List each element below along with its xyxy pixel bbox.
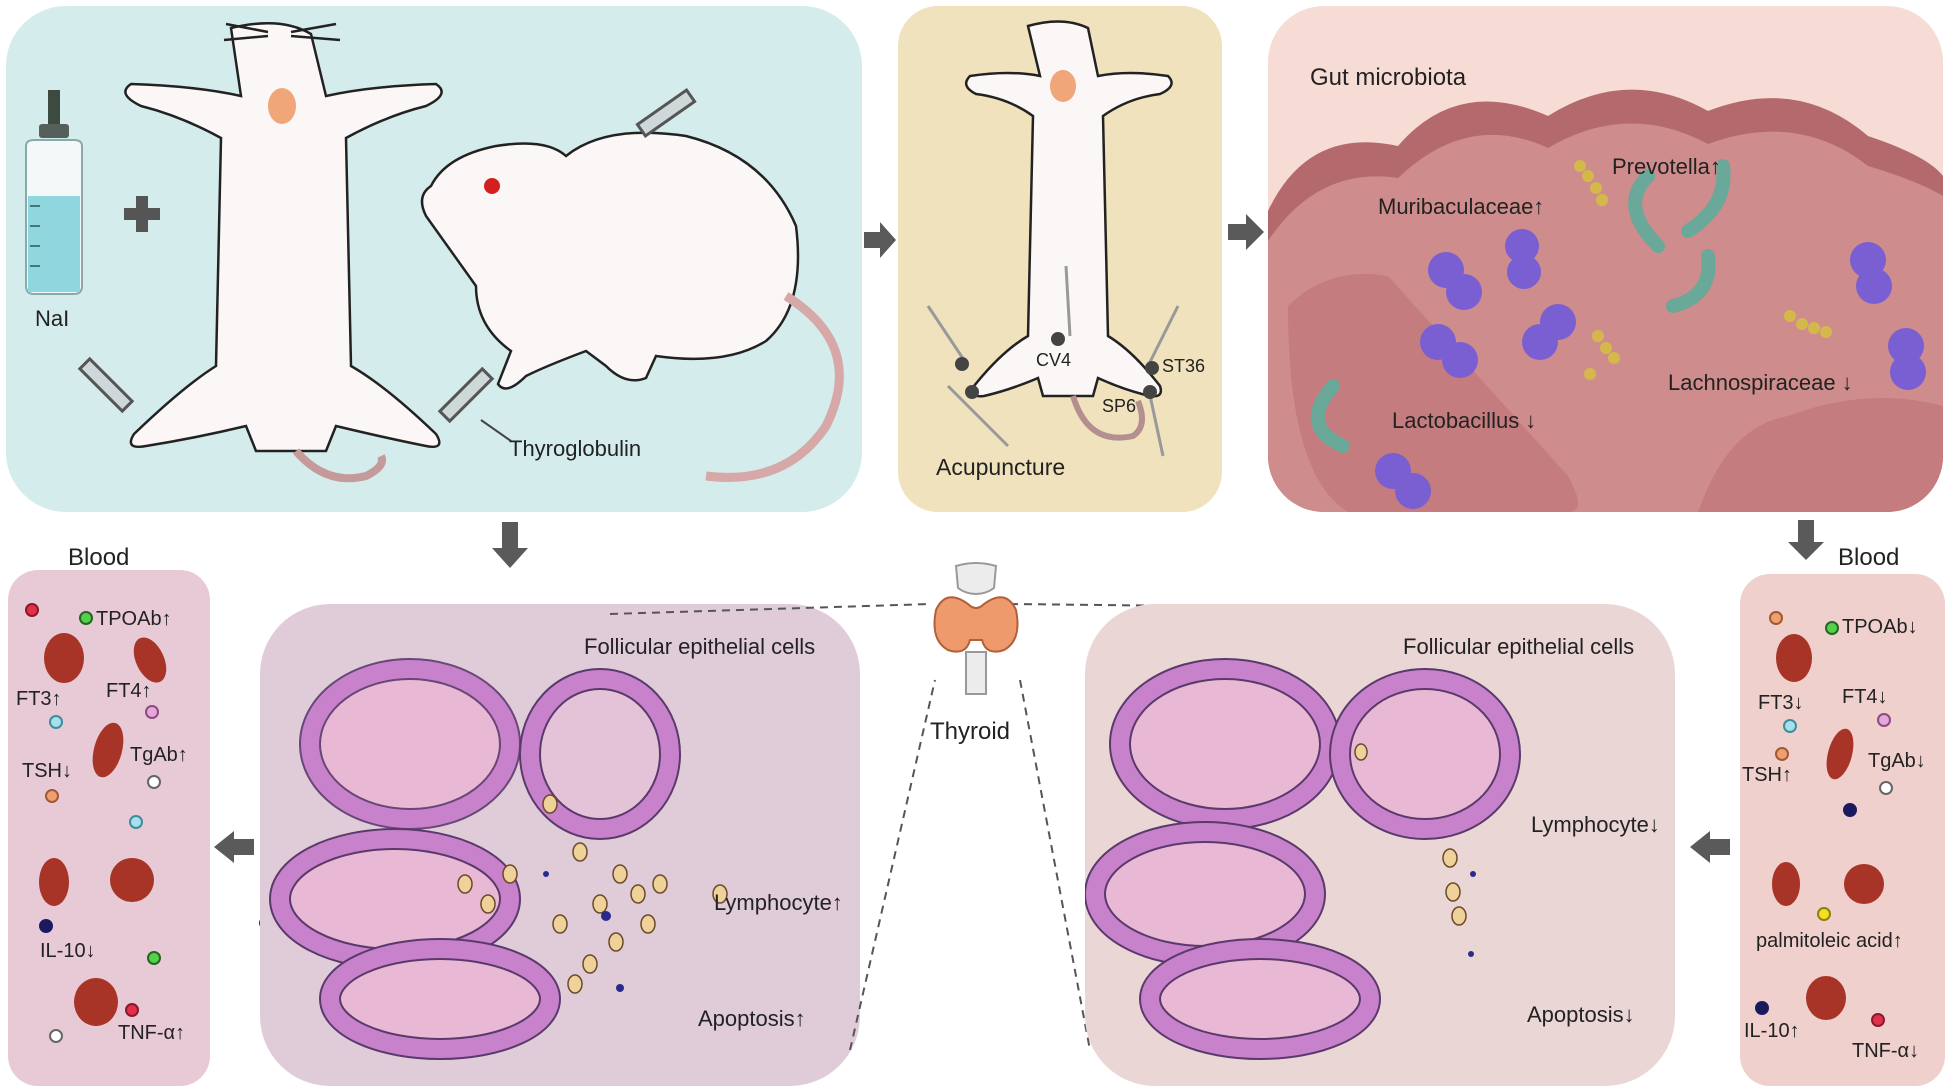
marker-ft4: FT4↑ [106, 680, 152, 702]
lymphocyte-icon [1354, 743, 1467, 926]
molecule-dot-icon [25, 603, 161, 1043]
blood-cells-illustration [1755, 611, 1893, 1027]
down-arrow-icon [1786, 518, 1826, 562]
thyroglobulin-pointer-icon [480, 419, 512, 442]
marker-tsh: TSH↑ [1742, 764, 1792, 786]
apoptosis-label-left: Apoptosis↑ [698, 1006, 806, 1031]
thyroid-histology-left-panel: Follicular epithelial cells Lymphocyte↑ … [260, 604, 860, 1086]
acupoint-st36-label: ST36 [1162, 356, 1206, 376]
taxon-lactobacillus: Lactobacillus ↓ [1392, 408, 1537, 433]
gut-microbiota-panel: Gut microbiota Muribaculaceae↑ Prevotell… [1268, 6, 1943, 512]
apoptotic-cell-icon [1468, 871, 1476, 957]
bacteria-lactobacillus-icon [1310, 159, 1731, 453]
thyroid-follicles-illustration [269, 658, 728, 1060]
thyroid-gland-icon [933, 562, 1019, 695]
right-arrow-icon [1226, 212, 1266, 252]
thyroid-follicles-illustration [1085, 658, 1521, 1060]
rat-eye-icon [484, 178, 500, 194]
apoptosis-label-right: Apoptosis↓ [1527, 1002, 1635, 1027]
follicular-cells-label-right: Follicular epithelial cells [1403, 634, 1635, 659]
lymphocyte-icon [457, 794, 728, 994]
gut-title: Gut microbiota [1310, 64, 1467, 91]
supine-rat-icon [124, 21, 443, 483]
blood-cells-illustration [25, 603, 167, 1043]
plus-icon [124, 196, 160, 232]
acupuncture-needle-icon [926, 265, 1180, 457]
red-blood-cell-icon [39, 633, 167, 1026]
marker-il10: IL-10↑ [1744, 1020, 1800, 1042]
side-rat-icon [420, 131, 844, 482]
down-arrow-icon [490, 520, 530, 570]
marker-ft3: FT3↓ [1758, 692, 1804, 714]
thyroid-label: Thyroid [930, 718, 1011, 745]
follicular-cells-label-left: Follicular epithelial cells [584, 634, 816, 659]
acupoint-marker-icon [955, 332, 1159, 399]
acupoint-cv4-label: CV4 [1036, 350, 1072, 370]
apoptotic-cell-icon [543, 871, 624, 992]
blood-right-panel: TPOAb↓ FT3↓ FT4↓ TSH↑ TgAb↓ palmitoleic … [1740, 574, 1945, 1086]
acupoint-sp6-label: SP6 [1102, 396, 1137, 416]
taxon-muribaculaceae: Muribaculaceae↑ [1378, 194, 1545, 219]
nai-label: NaI [35, 306, 70, 331]
marker-tnfa: TNF-α↑ [118, 1022, 186, 1044]
blood-left-panel: TPOAb↑ FT3↑ FT4↑ TSH↓ TgAb↑ IL-10↓ TNF-α… [8, 570, 210, 1086]
acupuncture-rat-illustration [926, 20, 1180, 457]
marker-tpoab: TPOAb↓ [1842, 616, 1918, 638]
acupuncture-panel: CV4 ST36 SP6 Acupuncture [898, 6, 1222, 512]
syringe-icon [77, 87, 697, 424]
marker-tsh: TSH↓ [22, 760, 72, 782]
marker-tpoab: TPOAb↑ [96, 608, 172, 630]
thyroglobulin-label: Thyroglobulin [509, 436, 642, 461]
nai-bottle-icon [25, 90, 83, 295]
right-arrow-icon [862, 220, 898, 260]
intestine-illustration [1268, 89, 1943, 512]
marker-ft4: FT4↓ [1842, 686, 1888, 708]
blood-right-title: Blood [1838, 544, 1900, 571]
marker-il10: IL-10↓ [40, 940, 96, 962]
lymphocyte-label-left: Lymphocyte↑ [714, 890, 843, 915]
marker-palmitoleic: palmitoleic acid↑ [1756, 930, 1903, 952]
marker-tgab: TgAb↑ [130, 744, 188, 766]
marker-tnfa: TNF-α↓ [1852, 1040, 1920, 1062]
bacteria-prevotella-icon [1574, 160, 1832, 380]
lymphocyte-label-right: Lymphocyte↓ [1531, 812, 1660, 837]
thyroid-gland-icon [268, 88, 296, 124]
marker-tgab: TgAb↓ [1868, 750, 1926, 772]
supine-rat-icon [964, 20, 1173, 441]
acupuncture-title: Acupuncture [936, 454, 1066, 480]
taxon-lachnospiraceae: Lachnospiraceae ↓ [1668, 370, 1853, 395]
left-arrow-icon [212, 830, 256, 864]
red-blood-cell-icon [1772, 634, 1884, 1020]
rat-model-illustration [25, 21, 844, 483]
thyroid-gland-icon [1050, 70, 1076, 102]
molecule-dot-icon [1755, 611, 1893, 1027]
blood-left-title: Blood [68, 544, 130, 571]
taxon-prevotella: Prevotella↑ [1612, 154, 1721, 179]
marker-ft3: FT3↑ [16, 688, 62, 710]
thyroid-histology-right-panel: Follicular epithelial cells Lymphocyte↓ … [1085, 604, 1675, 1086]
bacteria-muribaculaceae-icon [1375, 229, 1926, 509]
rat-model-panel: NaI Thyroglobulin [6, 6, 862, 512]
left-arrow-icon [1688, 830, 1732, 864]
